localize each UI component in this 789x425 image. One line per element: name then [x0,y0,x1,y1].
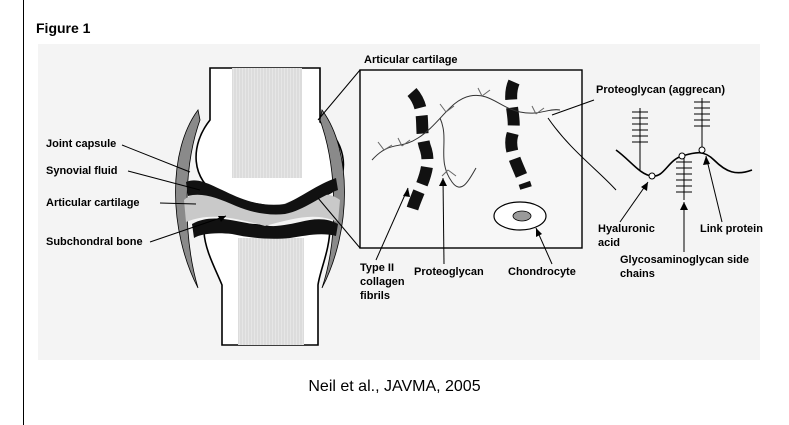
gag-side-chains [632,98,710,200]
label-hyaluronic-line2: acid [598,237,620,249]
label-subchondral-bone: Subchondral bone [46,236,143,248]
label-articular-cartilage-left: Articular cartilage [46,197,140,209]
label-hyaluronic-line1: Hyaluronic [598,223,655,235]
leader-synovial-fluid [128,171,200,190]
label-gag-line1: Glycosaminoglycan side [620,254,749,266]
upper-bone-shaft [232,68,302,178]
knee-joint [176,68,345,345]
label-articular-cartilage-box: Articular cartilage [364,54,458,66]
lower-bone-shaft [238,238,304,345]
label-proteoglycan: Proteoglycan [414,266,484,278]
zoom-line-top [318,70,360,120]
label-link-protein: Link protein [700,223,763,235]
label-gag-line2: chains [620,268,655,280]
link-protein-node-2 [679,153,685,159]
label-synovial-fluid: Synovial fluid [46,165,118,177]
label-proteoglycan-aggrecan: Proteoglycan (aggrecan) [596,84,725,96]
arrowhead-gag [680,202,688,210]
arrowhead-link-protein [703,156,710,165]
label-type2-line2: collagen [360,276,405,288]
label-type2-line3: fibrils [360,290,390,302]
figure-citation: Neil et al., JAVMA, 2005 [0,378,789,396]
label-type2-line1: Type II [360,262,394,274]
label-chondrocyte: Chondrocyte [508,266,576,278]
label-joint-capsule: Joint capsule [46,138,116,150]
link-protein-node-1 [649,173,655,179]
chondrocyte-nucleus [513,211,531,221]
link-protein-node-3 [699,147,705,153]
